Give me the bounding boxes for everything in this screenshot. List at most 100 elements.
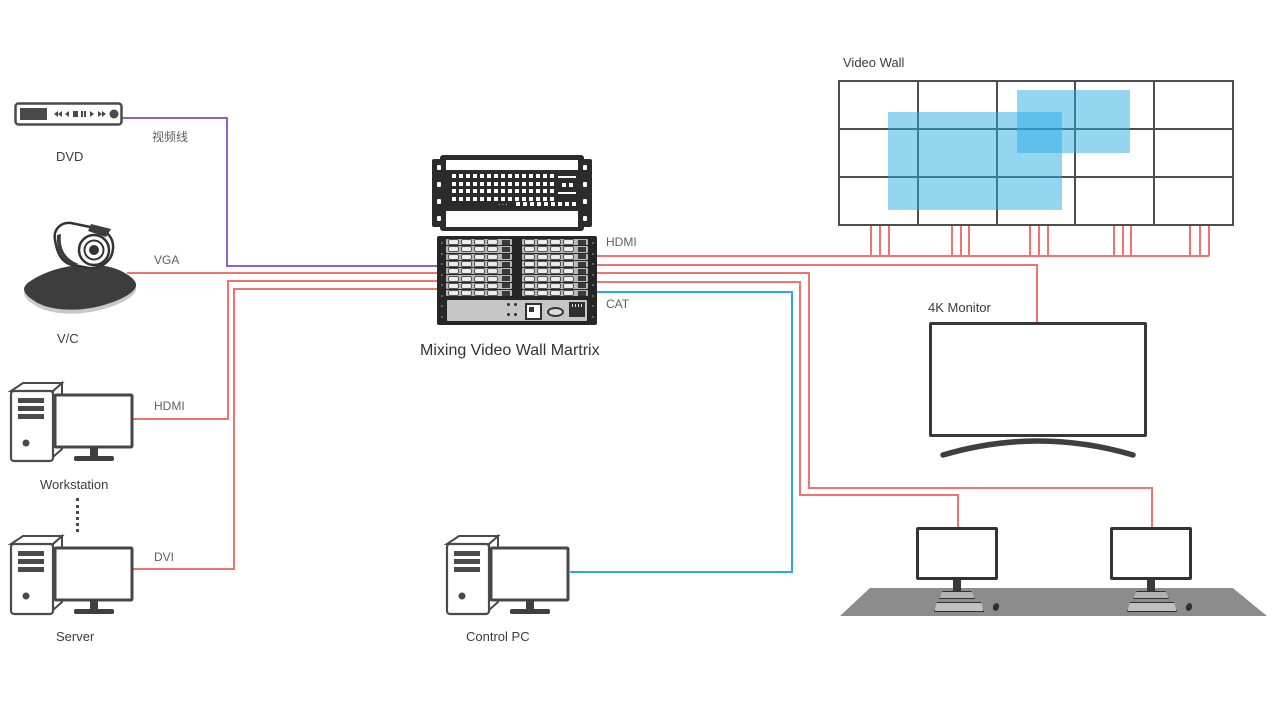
front-button xyxy=(550,189,554,193)
front-button xyxy=(551,202,555,206)
io-card xyxy=(522,268,588,275)
front-button xyxy=(459,189,463,193)
front-button xyxy=(501,196,505,201)
cable-segment xyxy=(1036,264,1038,322)
io-card-row xyxy=(446,260,588,268)
port-block xyxy=(578,276,586,282)
vga-port xyxy=(537,275,548,282)
camera-handle xyxy=(88,224,111,237)
front-button xyxy=(530,202,534,206)
rj45-port-icon xyxy=(569,302,585,317)
control-dot xyxy=(513,303,517,306)
vga-port xyxy=(448,246,459,253)
vga-port xyxy=(550,290,561,297)
monitor-base xyxy=(1133,591,1169,599)
rear-strip-right xyxy=(588,238,597,322)
io-card-row xyxy=(446,275,588,282)
wall-cable-tick xyxy=(1189,226,1191,256)
vga-port xyxy=(524,275,535,282)
screw-dot xyxy=(591,284,594,287)
io-card-row xyxy=(446,246,588,253)
front-button xyxy=(516,202,520,206)
cable-segment xyxy=(227,280,442,282)
control-dot xyxy=(513,312,517,316)
usb-port-icon xyxy=(525,303,542,320)
front-button xyxy=(543,174,547,178)
front-button xyxy=(459,174,463,178)
screw-dot xyxy=(591,315,594,318)
wall-cable-tick xyxy=(959,226,962,256)
cable-segment xyxy=(226,117,228,267)
front-button xyxy=(466,174,470,178)
front-button-row-bottom xyxy=(516,202,576,206)
front-button xyxy=(501,181,505,186)
cable-segment xyxy=(131,418,229,420)
vga-port xyxy=(563,282,574,289)
front-button xyxy=(550,181,554,186)
vga-port xyxy=(474,275,485,282)
vga-port xyxy=(461,275,472,282)
port-block xyxy=(578,268,586,274)
wall-cable-tick xyxy=(879,226,881,256)
front-button xyxy=(487,196,491,201)
screw-dot xyxy=(591,263,594,266)
port-block xyxy=(578,261,586,267)
front-button xyxy=(536,189,540,193)
io-card xyxy=(522,239,588,246)
vga-port xyxy=(550,239,561,246)
rack-hole xyxy=(437,216,441,221)
cable-segment xyxy=(1151,487,1153,528)
monitor-base xyxy=(939,591,975,599)
monitor-4k-screen xyxy=(929,322,1147,437)
workstation-icon xyxy=(8,381,134,463)
front-button xyxy=(529,174,533,178)
vga-port xyxy=(461,246,472,253)
front-button xyxy=(508,181,512,186)
front-button xyxy=(515,189,519,193)
front-button xyxy=(487,181,491,186)
wall-cable-tick xyxy=(1047,226,1049,256)
front-button xyxy=(452,189,456,193)
vga-port xyxy=(474,239,485,246)
wall-cable-group xyxy=(951,226,970,256)
wall-cable-tick xyxy=(1198,226,1201,256)
vga-port xyxy=(461,239,472,246)
dvd-display xyxy=(20,108,47,120)
cable-segment xyxy=(596,291,793,293)
vga-port xyxy=(487,246,498,253)
vga-port xyxy=(550,246,561,253)
vga-port xyxy=(524,261,535,268)
wall-cable-tick xyxy=(1208,226,1210,256)
vc-label: V/C xyxy=(57,331,79,346)
desk-monitor-left xyxy=(916,527,998,580)
vga-port xyxy=(461,290,472,297)
cable-segment xyxy=(799,281,801,496)
wall-cable-tick xyxy=(888,226,890,256)
front-button xyxy=(452,181,456,186)
rj45-pins xyxy=(572,304,582,307)
front-panel-dots: ... xyxy=(498,197,509,207)
monitor-stand xyxy=(953,580,961,591)
cable-segment xyxy=(127,272,442,274)
port-block xyxy=(502,283,510,289)
screw-dot xyxy=(591,294,594,297)
control-pc-icon xyxy=(444,534,570,616)
front-button xyxy=(529,189,533,193)
io-card-row xyxy=(446,268,588,275)
io-card-row xyxy=(446,253,588,260)
desk-table xyxy=(840,588,1267,616)
wall-cell xyxy=(1155,178,1232,224)
front-button xyxy=(473,181,477,186)
serial-port-icon xyxy=(547,307,564,317)
front-button xyxy=(536,181,540,186)
port-block xyxy=(502,290,510,296)
cable-segment xyxy=(808,487,1153,489)
rack-hole xyxy=(437,165,441,170)
vga-port xyxy=(550,282,561,289)
cat-cable-label: CAT xyxy=(606,297,630,311)
monitor-4k-stand xyxy=(940,438,1136,458)
front-button xyxy=(543,196,547,201)
vga-port xyxy=(474,246,485,253)
rear-strip-left xyxy=(437,238,446,322)
front-button xyxy=(572,202,576,206)
